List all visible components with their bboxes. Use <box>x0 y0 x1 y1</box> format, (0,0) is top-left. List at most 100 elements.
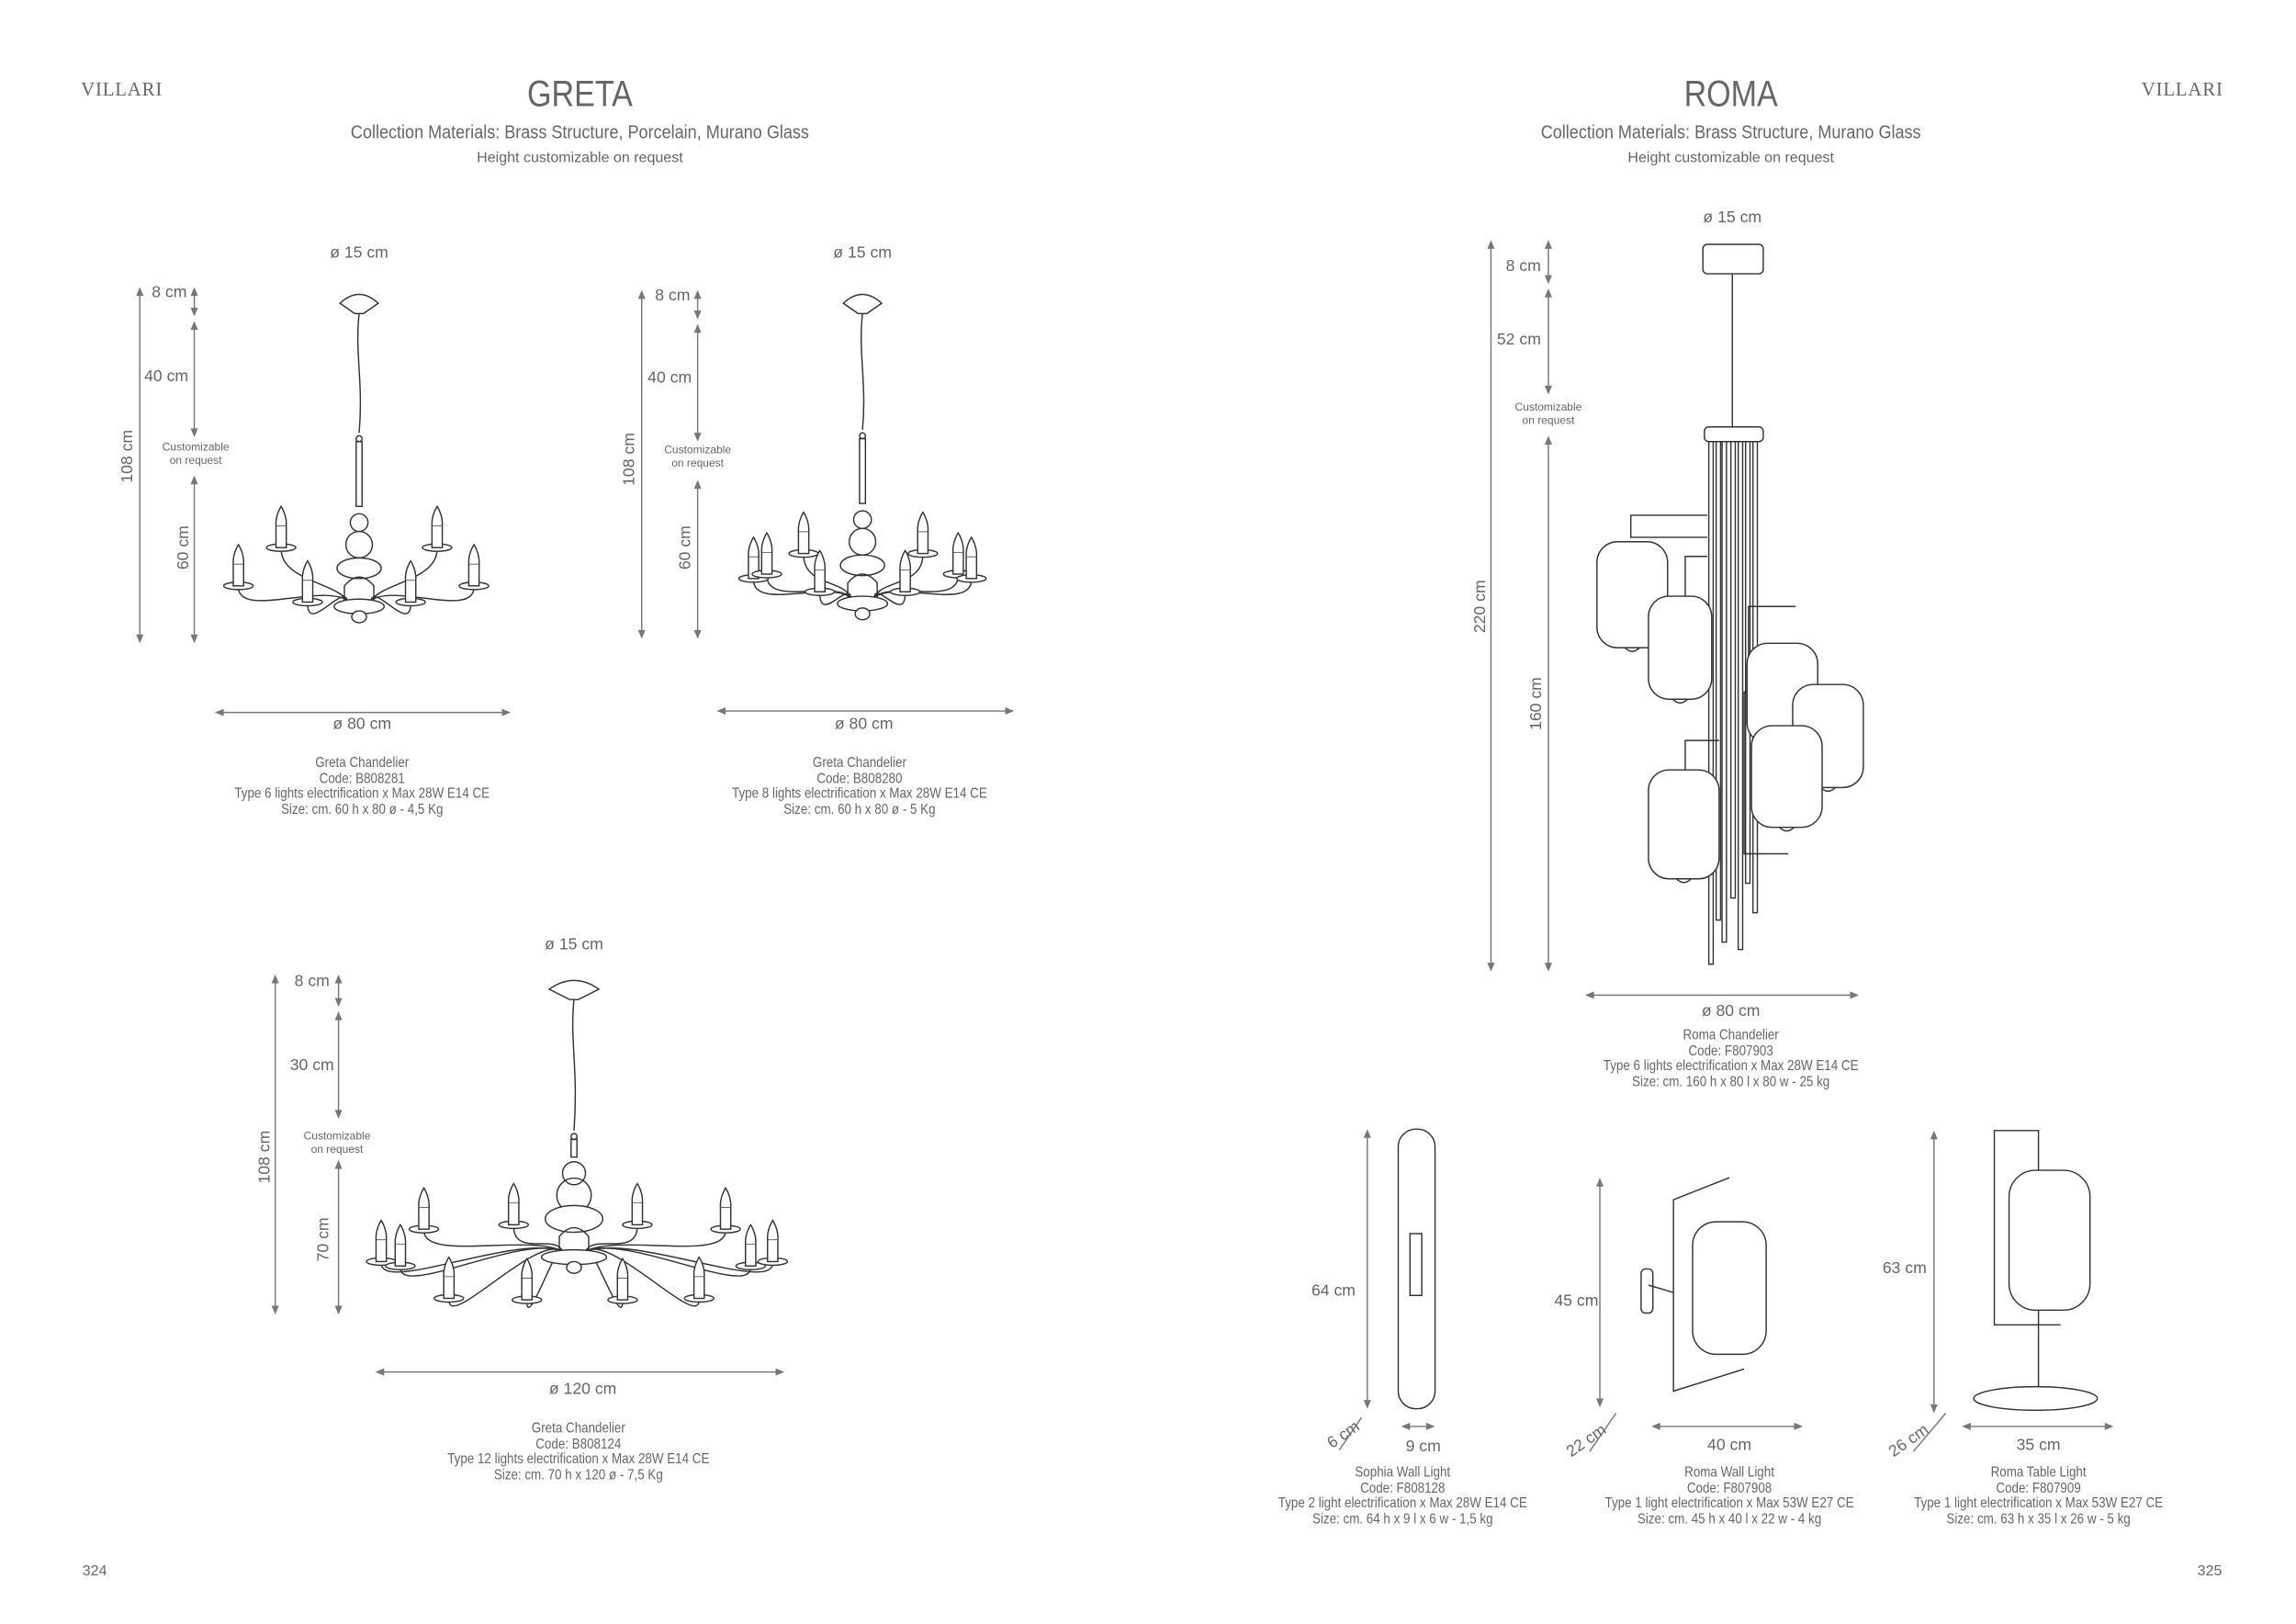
bulb-icon <box>692 1256 705 1277</box>
total-height-label: 108 cm <box>118 429 138 483</box>
body-lower <box>558 1226 590 1252</box>
customizable-line: on request <box>1522 413 1575 427</box>
lantern-finial <box>1624 647 1640 652</box>
product-size: Size: cm. 70 h x 120 ø - 7,5 Kg <box>493 1466 663 1483</box>
depth-dimension-line <box>1589 1413 1617 1452</box>
candle <box>631 1201 644 1226</box>
canopy-height-label: 8 cm <box>1505 257 1541 276</box>
width-label: ø 120 cm <box>548 1381 617 1399</box>
candle-arm <box>307 596 348 615</box>
collection-materials-greta: Collection Materials: Brass Structure, P… <box>350 122 809 143</box>
candle <box>507 1201 520 1226</box>
product-electrification: Type 1 light electrification x Max 53W E… <box>1914 1495 2164 1512</box>
arrow-head-icon <box>1363 1129 1371 1138</box>
product-electrification: Type 2 light electrification x Max 28W E… <box>1277 1495 1527 1512</box>
suspension-cord <box>861 313 865 431</box>
candle-arm <box>370 587 475 602</box>
width-label: 9 cm <box>1405 1438 1441 1456</box>
customizable-line: on request <box>671 456 725 470</box>
candle-arm <box>280 548 348 602</box>
body-sphere-small <box>852 510 872 530</box>
canopy-height-label: 8 cm <box>655 287 691 305</box>
customizable-line: on request <box>169 453 222 468</box>
candle-arm <box>370 548 438 602</box>
body-height-label: 60 cm <box>174 525 193 570</box>
ceiling-canopy <box>1702 243 1764 275</box>
candle-arm <box>585 1225 638 1252</box>
body-sphere-small <box>349 513 369 533</box>
brand-logo-right: VILLARI <box>2141 77 2223 100</box>
arrow-head-icon <box>1363 1400 1371 1409</box>
rod-length-label: 52 cm <box>1496 331 1541 349</box>
width-label: 40 cm <box>1707 1437 1752 1455</box>
customizable-line: Customizable <box>303 1129 371 1143</box>
depth-dimension-line <box>1912 1413 1947 1452</box>
arrow-head-icon <box>214 708 224 716</box>
arrow-head-icon <box>190 428 198 437</box>
candle-arm <box>512 1225 563 1252</box>
candle <box>760 551 773 575</box>
bulb-icon <box>917 511 929 532</box>
bulb-icon <box>507 1182 520 1203</box>
candle <box>744 1243 757 1267</box>
bulb-icon <box>418 1186 430 1208</box>
arrow-head-icon <box>1930 1130 1938 1140</box>
arrow-head-icon <box>334 1305 343 1315</box>
body-lower <box>343 576 375 602</box>
product-name: Sophia Wall Light <box>1355 1464 1451 1482</box>
product-name: Roma Chandelier <box>1683 1027 1779 1044</box>
product-code: Code: B808124 <box>535 1436 622 1452</box>
product-name: Greta Chandelier <box>315 755 410 772</box>
hanging-rod <box>1729 441 1737 899</box>
arrow-head-icon <box>1544 288 1552 298</box>
suspension-cord <box>356 313 362 434</box>
arrow-head-icon <box>1930 1404 1938 1414</box>
cord-joint <box>570 1133 578 1141</box>
wall-light-body <box>1397 1128 1436 1410</box>
glass-lantern <box>2008 1169 2091 1312</box>
bulb-icon <box>631 1182 644 1203</box>
arrow-head-icon <box>1651 1422 1660 1430</box>
finial <box>566 1260 582 1274</box>
bulb-icon <box>616 1257 629 1279</box>
finial <box>854 607 871 621</box>
wall-arm <box>1648 1284 1674 1293</box>
bulb-icon <box>521 1257 534 1279</box>
arrow-head-icon <box>1425 1422 1435 1430</box>
arrow-head-icon <box>637 289 646 299</box>
candle <box>301 579 314 603</box>
product-caption: Roma Wall Light Code: F807908 Type 1 lig… <box>1605 1465 1854 1528</box>
product-code: Code: F807908 <box>1686 1480 1773 1497</box>
wall-mount <box>1640 1268 1654 1314</box>
top-diameter-label: ø 15 cm <box>545 936 603 954</box>
cord-joint <box>859 432 867 440</box>
product-electrification: Type 6 lights electrification x Max 28W … <box>234 785 490 803</box>
page-number-left: 324 <box>82 1562 107 1580</box>
candle <box>275 524 287 548</box>
product-electrification: Type 12 lights electrification x Max 28W… <box>447 1451 710 1468</box>
arrow-head-icon <box>693 433 702 442</box>
arrow-head-icon <box>1794 1422 1804 1430</box>
bulb-icon <box>301 559 314 581</box>
candle-arm <box>873 580 973 599</box>
arrow-head-icon <box>1487 963 1495 972</box>
arrow-head-icon <box>334 1010 343 1021</box>
product-size: Size: cm. 60 h x 80 ø - 4,5 Kg <box>280 801 444 818</box>
lantern-finial <box>1779 827 1795 832</box>
candle <box>394 1243 407 1267</box>
body-disc <box>336 557 382 580</box>
arrow-head-icon <box>1544 963 1552 972</box>
arrow-head-icon <box>2104 1422 2114 1430</box>
product-electrification: Type 8 lights electrification x Max 28W … <box>732 785 987 803</box>
bulb-icon <box>951 531 964 553</box>
arrow-head-icon <box>271 1305 279 1315</box>
stem-rod <box>355 441 363 508</box>
body-lower <box>847 573 878 599</box>
arrow-head-icon <box>1962 1422 1971 1430</box>
product-electrification: Type 6 lights electrification x Max 28W … <box>1603 1058 1859 1075</box>
finial <box>351 610 367 624</box>
arrow-head-icon <box>190 321 198 330</box>
product-name: Greta Chandelier <box>531 1420 625 1438</box>
bulb-icon <box>767 1219 779 1240</box>
